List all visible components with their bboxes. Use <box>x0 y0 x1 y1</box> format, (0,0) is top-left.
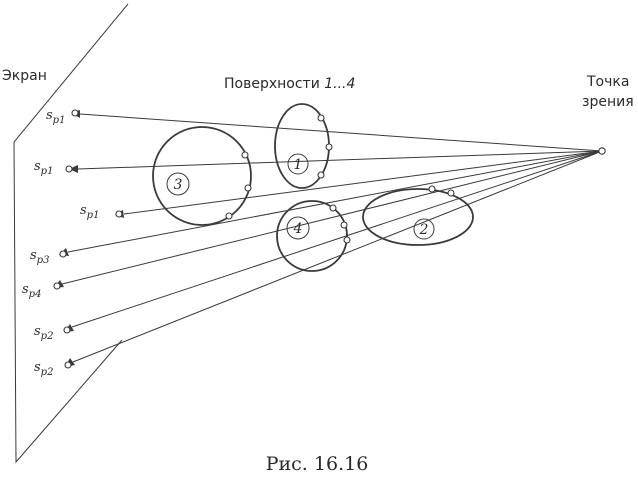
intersection-point <box>428 185 436 193</box>
screen-plane <box>13 3 129 464</box>
intersection-points <box>225 114 455 244</box>
surfaces-label-prefix: Поверхности <box>224 76 324 92</box>
ray-1 <box>79 113 603 152</box>
intersection-point <box>325 143 333 151</box>
rays <box>61 113 603 363</box>
ray-5 <box>61 150 603 285</box>
intersection-point <box>317 114 325 122</box>
screen-label: Экран <box>2 68 47 84</box>
ray-4 <box>67 150 603 253</box>
intersection-point <box>447 189 455 197</box>
screen-point <box>59 250 67 258</box>
surface-number-badge-4 <box>286 216 310 240</box>
surface-number-badge-3 <box>166 172 190 196</box>
intersection-point <box>241 151 249 159</box>
viewpoint-marker <box>598 147 606 155</box>
surfaces-label: Поверхности 1...4 <box>224 76 355 92</box>
intersection-point <box>329 204 337 212</box>
projection-label: sp4 <box>22 282 41 300</box>
surface-2 <box>362 188 474 246</box>
surface-number-2: 2 <box>419 222 429 238</box>
screen-points <box>53 109 123 369</box>
ray-3 <box>123 150 603 215</box>
screen-point <box>115 210 123 218</box>
figure-caption: Рис. 16.16 <box>266 453 369 475</box>
viewpoint-label-line1: Точка <box>586 74 629 90</box>
surface-number-3: 3 <box>174 177 183 193</box>
surface-number-badge-1 <box>287 153 309 175</box>
surface-numbers: 1 2 3 4 <box>166 153 435 240</box>
projection-label: sp3 <box>30 248 49 266</box>
surface-number-1: 1 <box>294 157 303 173</box>
intersection-point <box>225 212 233 220</box>
screen-point <box>63 326 71 334</box>
projection-label: sp1 <box>80 203 99 221</box>
intersection-point <box>343 236 351 244</box>
surfaces <box>152 103 474 272</box>
surface-3 <box>152 126 252 226</box>
screen-point <box>71 109 79 117</box>
surface-4 <box>276 200 348 272</box>
ray-2 <box>77 150 603 170</box>
surfaces-label-range: 1...4 <box>324 76 355 92</box>
screen-point <box>65 165 73 173</box>
projection-label: sp2 <box>34 360 53 378</box>
surface-number-badge-2 <box>413 218 435 240</box>
screen-point <box>64 361 72 369</box>
screen-point <box>53 282 61 290</box>
projection-labels: sp1 sp1 sp1 sp3 sp4 sp2 sp2 <box>22 108 99 378</box>
surface-number-4: 4 <box>293 221 303 237</box>
viewpoint-label-line2: зрения <box>582 94 634 110</box>
projection-label: sp1 <box>46 108 65 126</box>
projection-label: sp1 <box>34 159 53 177</box>
ray-6 <box>71 150 603 328</box>
intersection-point <box>244 184 252 192</box>
intersection-point <box>317 171 325 179</box>
arrowhead-2 <box>69 165 78 173</box>
ray-7 <box>72 150 603 363</box>
projection-label: sp2 <box>34 324 53 342</box>
intersection-point <box>340 221 348 229</box>
